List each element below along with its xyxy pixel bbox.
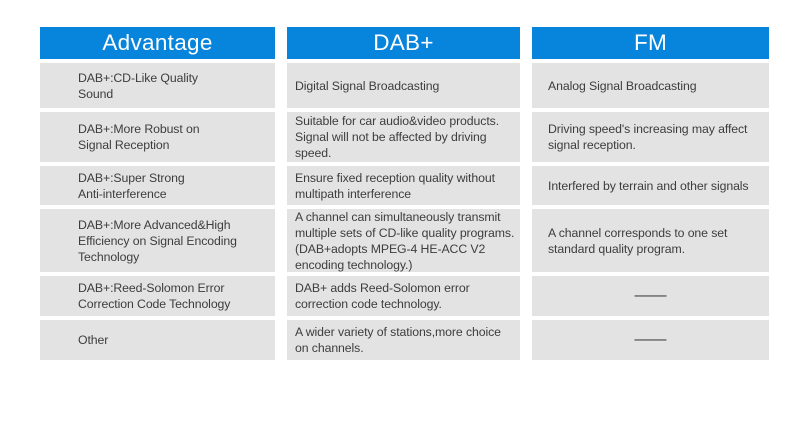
cell-r3-advantage: DAB+:Super Strong Anti-interference — [40, 166, 275, 205]
cell-r6-advantage: Other — [40, 320, 275, 360]
cell-r5-advantage: DAB+:Reed-Solomon Error Correction Code … — [40, 276, 275, 316]
cell-r3-fm: Interfered by terrain and other signals — [532, 166, 769, 205]
cell-r6-fm-dash: —— — [532, 320, 769, 360]
header-cell-fm: FM — [532, 27, 769, 59]
cell-r2-advantage: DAB+:More Robust on Signal Reception — [40, 112, 275, 162]
cell-r1-dab: Digital Signal Broadcasting — [287, 63, 520, 108]
cell-r5-dab: DAB+ adds Reed-Solomon error correction … — [287, 276, 520, 316]
cell-r4-advantage: DAB+:More Advanced&High Efficiency on Si… — [40, 209, 275, 272]
cell-r5-fm-dash: —— — [532, 276, 769, 316]
cell-r3-dab: Ensure fixed reception quality without m… — [287, 166, 520, 205]
cell-r4-dab: A channel can simultaneously transmit mu… — [287, 209, 520, 272]
cell-r2-fm: Driving speed's increasing may affect si… — [532, 112, 769, 162]
cell-r1-fm: Analog Signal Broadcasting — [532, 63, 769, 108]
cell-r1-advantage: DAB+:CD-Like Quality Sound — [40, 63, 275, 108]
comparison-table: Advantage DAB+ FM DAB+:CD-Like Quality S… — [40, 27, 769, 360]
header-cell-dab: DAB+ — [287, 27, 520, 59]
header-cell-advantage: Advantage — [40, 27, 275, 59]
cell-r2-dab: Suitable for car audio&video products. S… — [287, 112, 520, 162]
cell-r4-fm: A channel corresponds to one set standar… — [532, 209, 769, 272]
cell-r6-dab: A wider variety of stations,more choice … — [287, 320, 520, 360]
